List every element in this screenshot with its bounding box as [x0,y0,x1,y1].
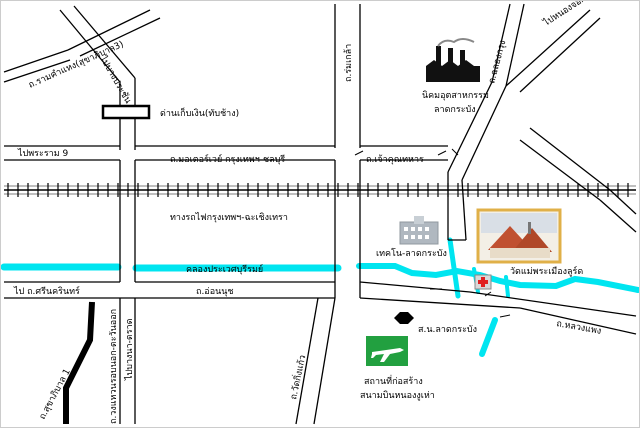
road-right-b [519,17,601,93]
temple-photo [476,208,562,264]
road-top-b [79,17,161,57]
road-chalongkrung-d [505,3,525,87]
label-road-on-nut: ถ.อ่อนนุช [196,287,234,297]
road-chalongkrung-c [491,3,511,83]
road-luangphaeng-b [359,281,471,293]
factory-icon [426,38,480,82]
road-kingkaew-a [295,297,319,425]
label-road-chao-khun-thahan: ถ.เจ้าคุณทหาร [366,154,424,165]
cross-marker [474,274,492,290]
police-hexagon-icon [394,312,414,324]
label-temple: วัดแม่พระเมืองลูร์ด [510,265,583,277]
railway-ties [7,183,629,197]
canal-branch-4 [504,275,510,298]
road-chalongkrung-b [461,85,507,181]
road-luangphaeng-d [519,307,637,335]
road-top-left-b [3,59,71,83]
label-police-station: ส.น.ลาดกระบัง [418,325,477,335]
label-motorway: ถ.มอเตอร์เวย์ กรุงเทพฯ-ชลบุรี [170,153,285,165]
label-industrial-1: นิคมอุตสาหกรรม [422,90,489,101]
label-kmitl: เทคโน-ลาดกระบัง [376,248,447,259]
label-airport-1: สถานที่ก่อสร้าง [364,374,423,387]
toll-gate-icon [101,104,151,120]
road-chalongkrung-a [447,81,493,173]
railway [4,183,636,197]
canal-branch-1 [447,237,461,299]
road-ramkhamhaeng-edge-a [59,9,121,83]
road-luangphaeng-c [469,291,637,317]
label-road-chalongkrung: ถ.ฉลองกรุง [487,39,508,85]
road-right-diag2-a [599,199,637,233]
airplane-icon [366,336,408,366]
label-road-kingkaew: ถ.วัดกิ่งแก้ว [286,354,308,401]
road-top-left-a [3,49,69,73]
road-luangphaeng-a [359,297,521,309]
road-right-a [505,9,591,87]
direction-marks [354,148,511,318]
label-to-bangna: ไปบางนา-ตราด [124,318,135,381]
label-road-outer-ring: ถ.วงแหวนรอบนอก-ตะวันออก [109,309,119,424]
label-railway: ทางรถไฟกรุงเทพฯ-ฉะเชิงเทรา [170,212,288,223]
road-temple-vert-b [461,179,467,241]
canal-branch-3 [479,317,498,357]
label-to-nong-chok: ไปหนองจอก [541,0,588,29]
road-top-a [67,9,151,51]
building-icon [399,216,439,245]
canal-right [356,263,640,293]
label-toll-gate: ด่านเก็บเงิน(ทับช้าง) [160,106,239,119]
road-sukhapiban1 [63,301,95,424]
road-kingkaew-b [313,297,336,425]
label-industrial-2: ลาดกระบัง [434,105,476,115]
label-to-rama9: ไปพระราม 9 [17,148,69,159]
label-road-rom-klao: ถ.ร่มเกล้า [343,44,354,82]
roads [3,3,637,425]
road-right-diag-b [529,127,611,191]
label-airport-2: สนามบินหนองงูเห่า [360,390,435,401]
label-canal: คลองประเวศบุรีรมย์ [186,263,263,275]
road-ramkhamhaeng-edge-b [73,5,136,79]
road-right-diag2-b [609,189,637,215]
label-to-min-buri: ไปบางประชัน [97,53,134,105]
label-to-srinakarin: ไป ถ.ศรีนครินทร์ [13,285,80,297]
